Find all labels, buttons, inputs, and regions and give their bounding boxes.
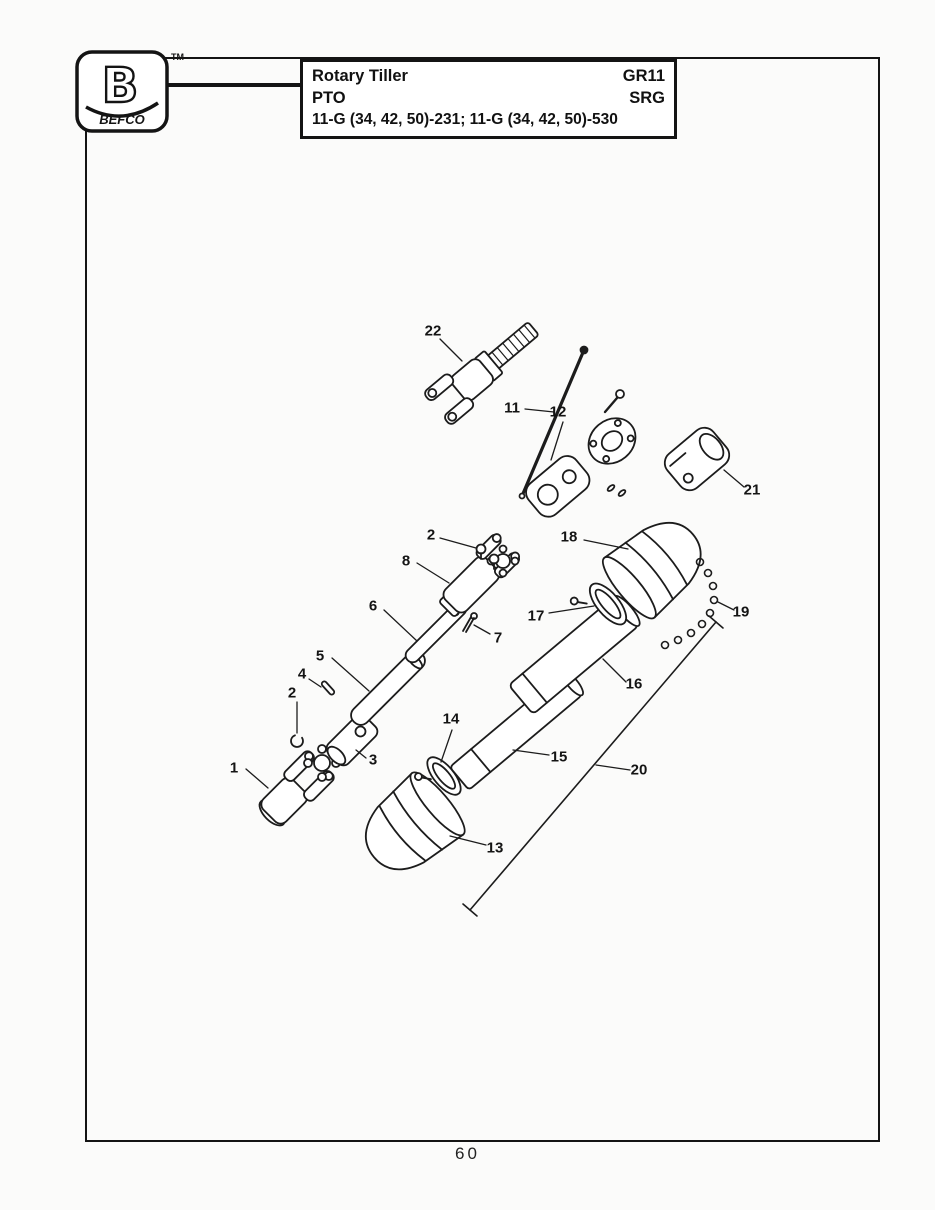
assembly-title: PTO: [312, 88, 346, 107]
callout-14: 14: [442, 710, 460, 728]
callout-21: 21: [743, 481, 761, 499]
part-13-guard-bell: [365, 771, 466, 871]
part-12-flange-hub: [587, 417, 637, 465]
callout-6: 6: [368, 597, 378, 615]
page-number: 60: [455, 1144, 480, 1163]
callout-16: 16: [625, 675, 643, 693]
callout-3: 3: [368, 751, 378, 769]
part-17-bearing-ring: [569, 582, 628, 626]
title-row-2: PTO SRG: [312, 88, 665, 110]
logo-brand-text: BEFCO: [99, 112, 145, 127]
header-rule: [164, 83, 304, 87]
callout-leader-lines: [245, 338, 745, 846]
callout-4: 4: [297, 665, 307, 683]
part-7-cotter-pin: [462, 612, 478, 633]
callout-17: 17: [527, 607, 545, 625]
befco-logo-svg: B BEFCO: [75, 50, 169, 133]
callout-8: 8: [401, 552, 411, 570]
part-11-rod: [518, 345, 589, 500]
product-title: Rotary Tiller: [312, 67, 408, 85]
part-20-assembly-bracket: [462, 615, 724, 917]
trademark-symbol: TM: [171, 52, 184, 62]
model-numbers: 11-G (34, 42, 50)-231; 11-G (34, 42, 50)…: [312, 110, 618, 128]
part-1-lower-yoke: [258, 750, 335, 827]
part-19-chain: [660, 557, 719, 650]
title-row-1: Rotary Tiller GR11: [312, 66, 665, 88]
part-12-bracket-plate: [525, 455, 591, 518]
logo-swoosh: [85, 101, 159, 118]
callout-12: 12: [549, 403, 567, 421]
callout-5: 5: [315, 647, 325, 665]
callout-1: 1: [229, 759, 239, 777]
code-gr11: GR11: [622, 67, 665, 85]
code-srg: SRG: [629, 88, 665, 107]
page-frame: [85, 57, 880, 1142]
part-22-splined-yoke: [424, 322, 539, 425]
part-14-bearing-ring: [413, 756, 462, 796]
part-21-clamp-yoke: [663, 426, 731, 492]
part-3-yoke: [325, 713, 379, 767]
part-2-snap-ring-lower: [290, 734, 304, 748]
part-12-pins: [606, 484, 627, 497]
callout-13: 13: [486, 839, 504, 857]
title-box: Rotary Tiller GR11 PTO SRG 11-G (34, 42,…: [300, 59, 677, 140]
part-2-grease-fittings-upper: [475, 543, 500, 570]
logo-letter: B: [102, 58, 139, 114]
part-4-pin: [320, 680, 336, 696]
callout-22: 22: [424, 322, 442, 340]
callout-11: 11: [504, 399, 520, 417]
callout-19: 19: [732, 603, 750, 621]
callout-2-upper: 2: [426, 526, 436, 544]
callout-7: 7: [493, 629, 503, 647]
callout-18: 18: [560, 528, 578, 546]
callout-20: 20: [630, 761, 648, 779]
part-18-guard-bell: [602, 522, 702, 620]
part-12-bolt: [603, 389, 625, 414]
callout-2-lower: 2: [287, 684, 297, 702]
befco-logo: B BEFCO: [74, 49, 170, 140]
callout-15: 15: [550, 748, 568, 766]
